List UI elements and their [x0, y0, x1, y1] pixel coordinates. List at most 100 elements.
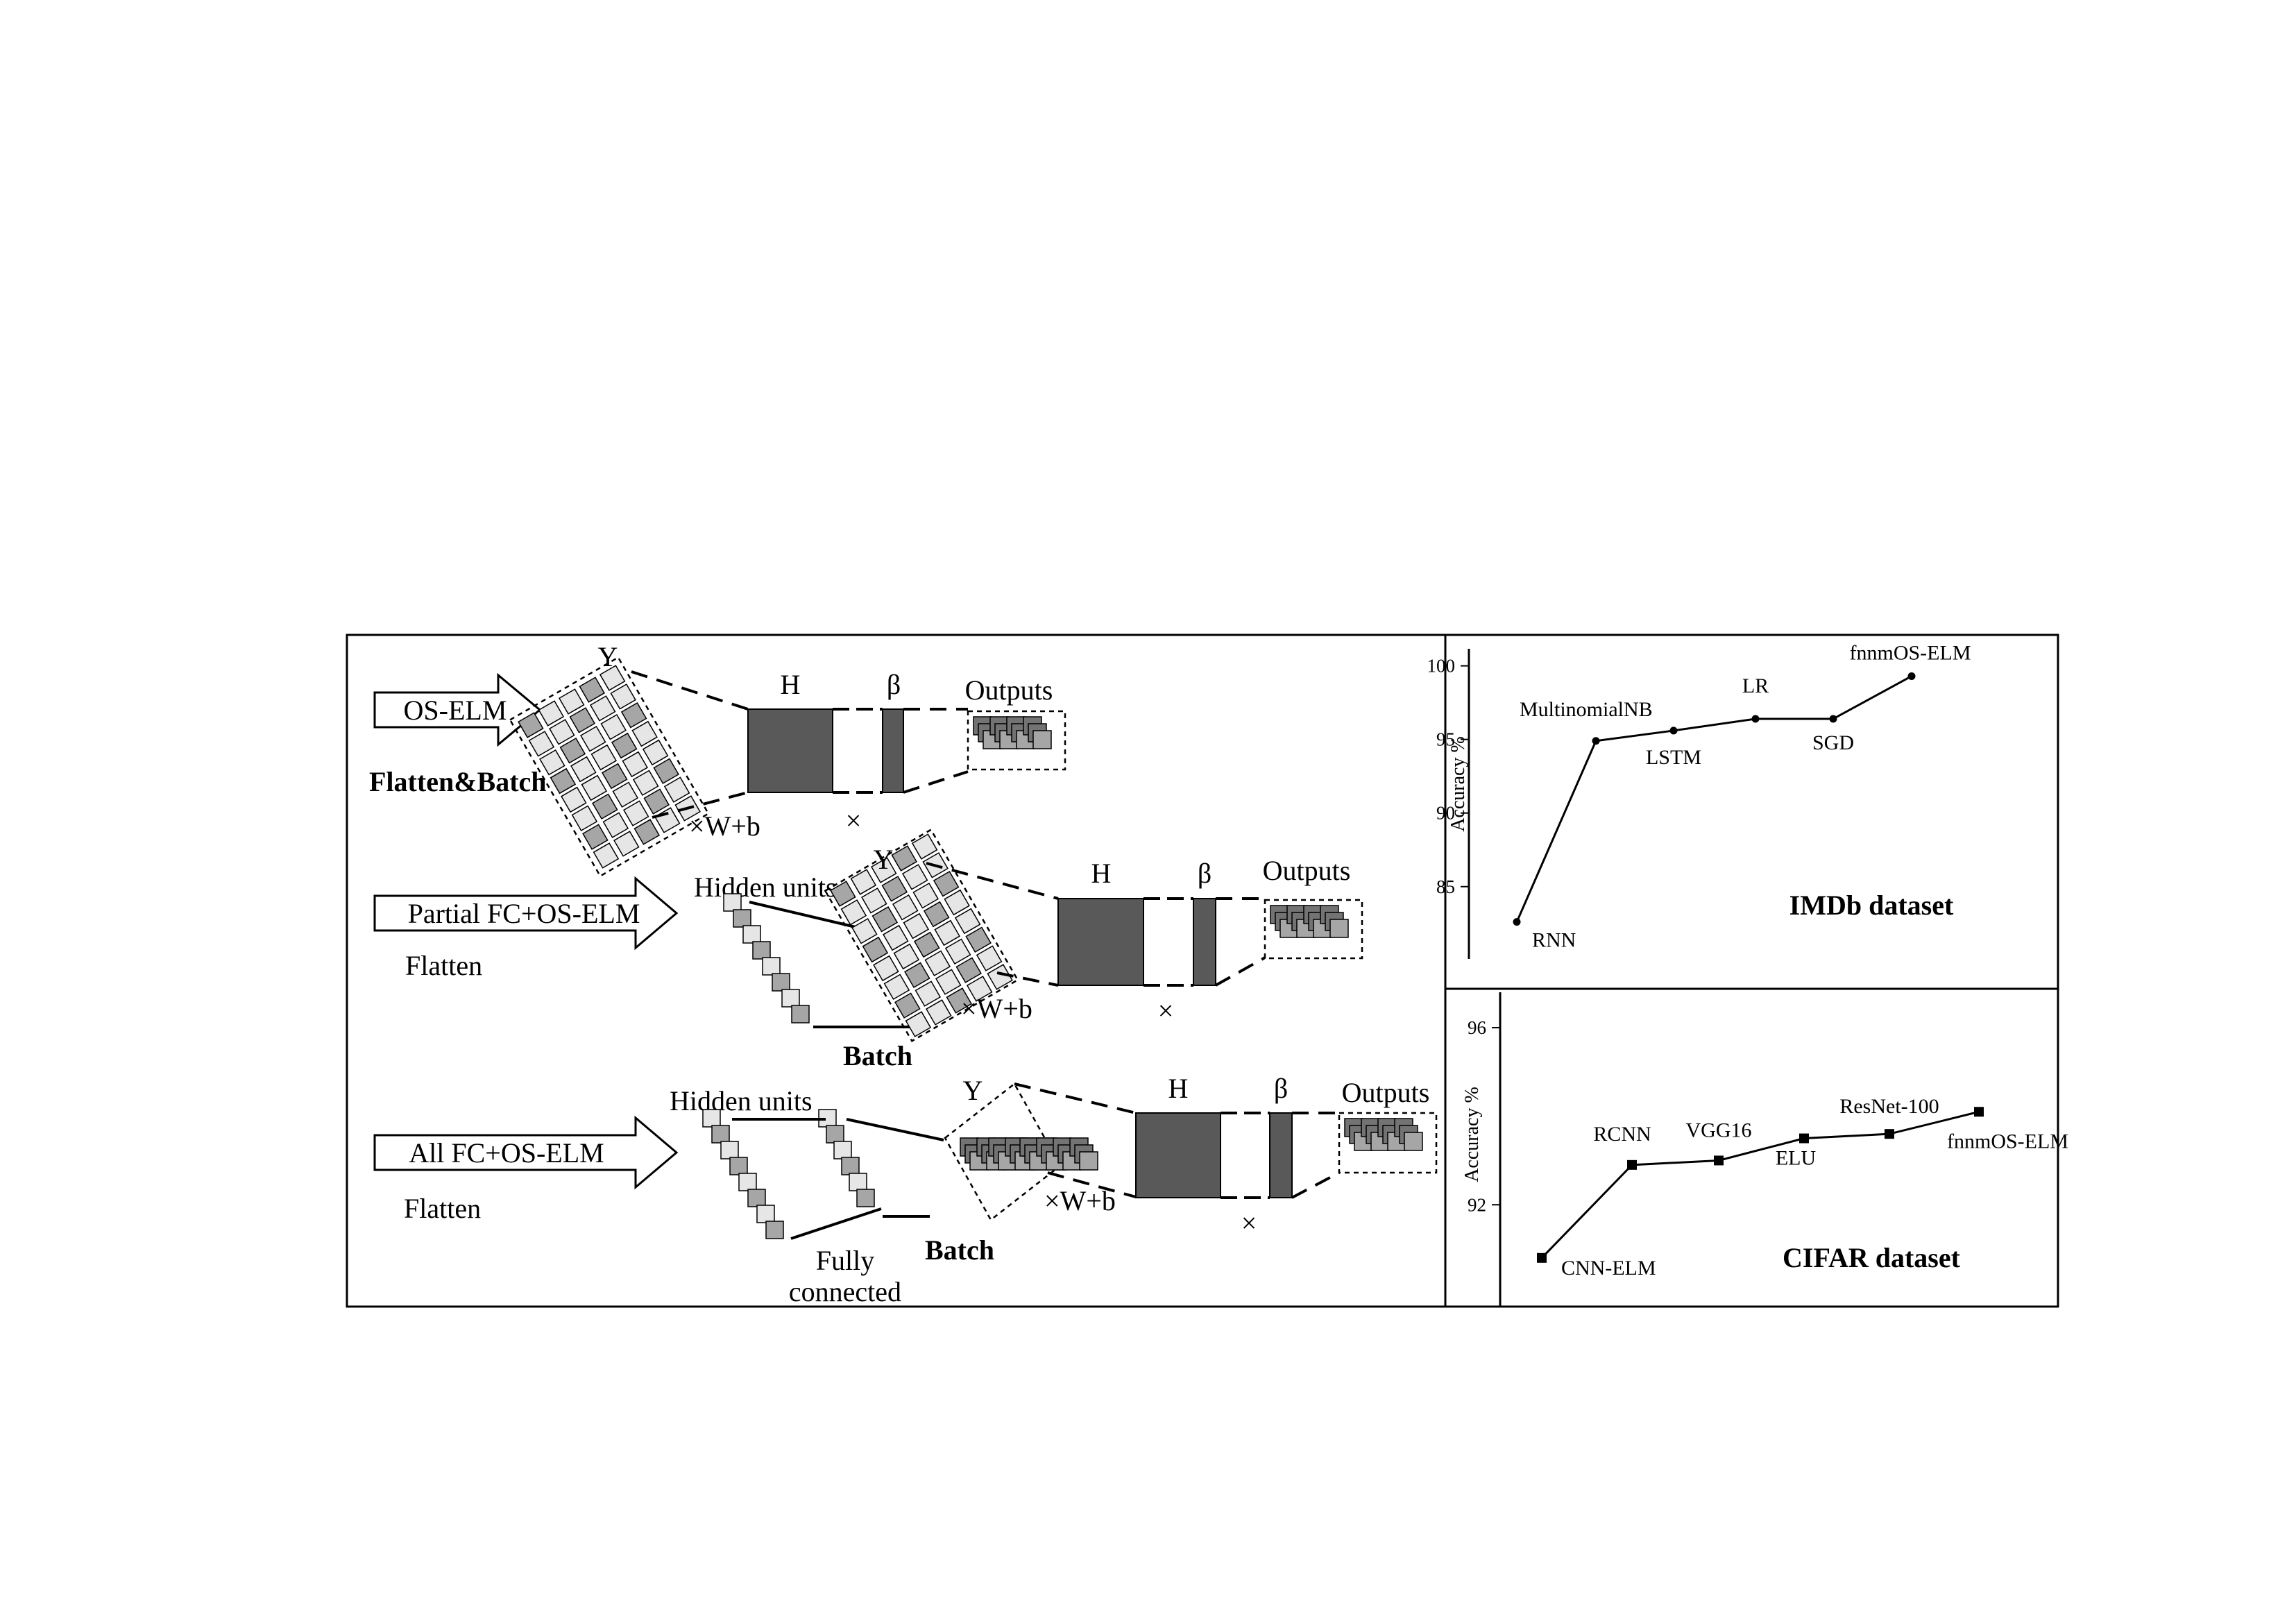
matrix-cell	[622, 751, 648, 778]
matrix-cell	[582, 824, 609, 850]
beta-label-3: β	[1274, 1073, 1288, 1104]
matrix-cell	[894, 992, 921, 1019]
matrix-cell	[602, 812, 629, 838]
matrix-cell	[612, 781, 639, 808]
matrix-cell	[593, 842, 620, 869]
outputs-box-1	[967, 710, 1066, 771]
matrix-cell	[966, 976, 993, 1002]
matrix-cell	[590, 744, 618, 771]
matrix-cell	[642, 739, 669, 766]
y-tick-label: 85	[1436, 876, 1455, 897]
matrix-cell	[610, 683, 636, 710]
matrix-cell	[600, 713, 627, 740]
all-fc-arrow	[373, 1115, 679, 1190]
wb-label-3: ×W+b	[1044, 1185, 1116, 1216]
matrix-cell	[601, 763, 628, 790]
all-fc-arrow-label: All FC+OS-ELM	[409, 1137, 604, 1169]
matrix-cell	[892, 894, 919, 921]
outputs-stack-3	[1344, 1118, 1423, 1151]
flatten-label-3: Flatten	[404, 1193, 481, 1224]
matrix-cell	[643, 788, 670, 815]
cifar-title: CIFAR dataset	[1783, 1242, 1961, 1273]
matrix-cell	[911, 833, 938, 860]
y-matrix-1	[509, 656, 710, 878]
outputs-box-3	[1338, 1112, 1438, 1174]
hidden-to-y-top-2	[749, 901, 859, 929]
matrix-cell	[518, 712, 544, 738]
hidden-unit	[752, 941, 771, 960]
imdb-y-axis-label: Accuracy %	[1447, 736, 1469, 832]
cifar-y-axis-label: Accuracy %	[1461, 1087, 1483, 1182]
hidden-unit	[738, 1173, 757, 1191]
matrix-cell	[654, 807, 681, 833]
hidden-unit	[833, 1141, 852, 1159]
data-point	[1829, 715, 1837, 723]
hidden-unit	[702, 1109, 721, 1128]
data-point	[1627, 1159, 1637, 1170]
beta-block-3	[1269, 1112, 1293, 1198]
matrix-cell	[851, 917, 878, 944]
matrix-cell	[923, 901, 950, 928]
y-tick-label: 96	[1468, 1017, 1486, 1038]
hidden-unit	[733, 909, 751, 928]
matrix-cell	[631, 720, 658, 747]
data-point	[1751, 715, 1760, 723]
matrix-cell	[581, 774, 608, 801]
matrix-cell	[611, 732, 638, 759]
data-point	[1799, 1133, 1809, 1144]
wb-label-1: ×W+b	[689, 810, 760, 842]
matrix-cell	[870, 857, 897, 883]
matrix-cell	[579, 725, 606, 752]
matrix-cell	[570, 756, 597, 783]
data-point	[1907, 672, 1916, 680]
matrix-cell	[946, 987, 973, 1014]
hidden-unit	[765, 1221, 784, 1239]
fc-bottom-3	[790, 1207, 882, 1240]
matrix-cell	[861, 887, 887, 914]
hidden-unit	[747, 1189, 766, 1207]
matrix-cell	[924, 950, 951, 977]
data-point	[1513, 918, 1521, 926]
wb-label-2: ×W+b	[961, 993, 1032, 1024]
matrix-cell	[840, 899, 867, 926]
matrix-cell	[558, 688, 585, 715]
y-label-1: Y	[598, 641, 618, 672]
y-tick-label: 100	[1427, 656, 1456, 677]
matrix-cell	[613, 831, 640, 857]
beta-out-bottom-1	[903, 770, 969, 794]
connector-top-1	[631, 670, 749, 711]
hidden-unit	[841, 1157, 860, 1175]
series-line	[1540, 1110, 1980, 1259]
matrix-cell	[538, 700, 565, 726]
matrix-cell	[965, 926, 992, 953]
beta-label-1: β	[887, 669, 901, 700]
output-cell	[1329, 919, 1349, 938]
os-elm-arrow	[373, 672, 542, 747]
point-label: LR	[1742, 674, 1769, 697]
matrix-cell	[934, 919, 960, 946]
point-label: ResNet-100	[1839, 1095, 1939, 1118]
data-point	[1669, 726, 1678, 735]
beta-label-2: β	[1198, 858, 1211, 889]
matrix-cell	[620, 702, 647, 729]
hidden-units-column-3a	[702, 1109, 784, 1239]
point-label: VGG16	[1686, 1119, 1752, 1141]
point-label: CNN-ELM	[1561, 1257, 1656, 1280]
matrix-cell	[903, 912, 930, 940]
cifar-panel-frame	[1444, 987, 2059, 1308]
matrix-cell	[881, 876, 908, 902]
matrix-cell	[632, 770, 659, 797]
matrix-cell	[599, 665, 626, 691]
matrix-cell	[883, 924, 909, 951]
beta-block-2	[1193, 898, 1216, 986]
data-point	[1885, 1129, 1894, 1139]
beta-block-1	[882, 708, 904, 793]
times-label-1: ×	[846, 805, 862, 836]
matrix-cell	[933, 870, 960, 897]
point-label: fnnmOS-ELM	[1850, 641, 1971, 664]
matrix-cell	[954, 908, 981, 935]
hidden-unit	[772, 973, 790, 992]
matrix-cell	[912, 882, 939, 909]
output-cell	[1404, 1132, 1423, 1151]
